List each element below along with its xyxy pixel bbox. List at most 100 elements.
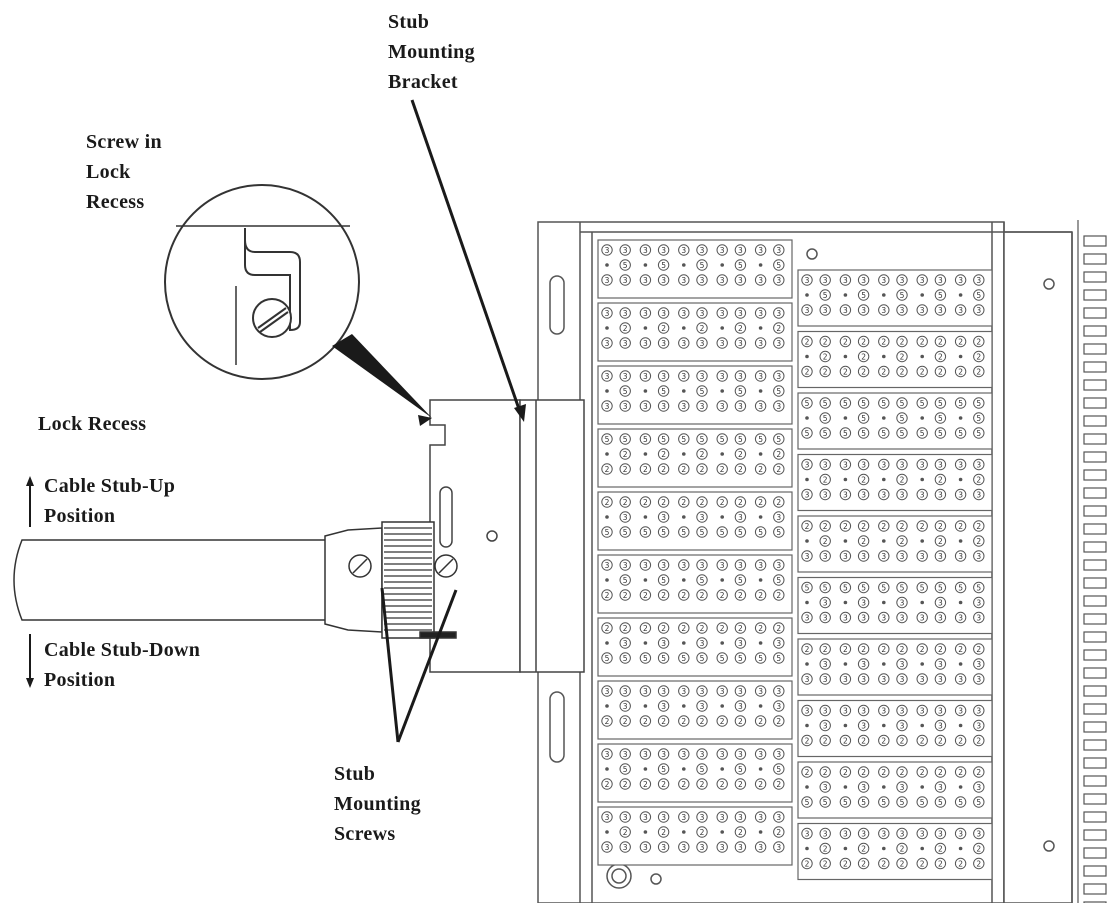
terminal-digit: 3: [720, 246, 725, 255]
terminal-digit: 3: [758, 750, 763, 759]
terminal-digit: 3: [958, 491, 963, 500]
terminal-digit: 5: [861, 414, 866, 423]
terminal-digit: 3: [605, 402, 610, 411]
terminal-digit: 2: [758, 717, 763, 726]
terminal-digit: 2: [738, 828, 743, 837]
terminal-digit: 3: [700, 276, 705, 285]
terminal-digit: 2: [805, 522, 810, 531]
label-screw-lock-recess: Screw in Lock Recess: [86, 131, 167, 213]
terminal-digit: 3: [861, 830, 866, 839]
terminal-digit: 3: [776, 750, 781, 759]
terminal-digit: 2: [861, 537, 866, 546]
terminal-digit: 2: [738, 324, 743, 333]
terminal-digit: 3: [976, 660, 981, 669]
label-lock-recess: Lock Recess: [38, 413, 146, 435]
terminal-digit: 3: [881, 830, 886, 839]
terminal-digit: 3: [681, 339, 686, 348]
cable-collar: [324, 527, 383, 633]
terminal-digit: 3: [920, 276, 925, 285]
terminal-digit: 5: [938, 399, 943, 408]
terminal-digit: 3: [881, 614, 886, 623]
terminal-digit: 3: [823, 614, 828, 623]
terminal-digit: 5: [900, 584, 905, 593]
terminal-digit: 5: [700, 528, 705, 537]
terminal-digit: 3: [900, 599, 905, 608]
panel-screw-icon: [806, 248, 818, 260]
terminal-digit: 5: [661, 387, 666, 396]
terminal-digit: 3: [805, 552, 810, 561]
terminal-digit: 3: [938, 783, 943, 792]
terminal-digit: 2: [776, 828, 781, 837]
label-stub-bracket: Stub Mounting Bracket: [388, 11, 480, 93]
terminal-digit: 3: [776, 702, 781, 711]
terminal-digit: 2: [776, 450, 781, 459]
terminal-digit: 5: [776, 261, 781, 270]
terminal-digit: 2: [823, 645, 828, 654]
panel-side-strip: [1003, 231, 1073, 903]
terminal-digit: 3: [920, 614, 925, 623]
terminal-digit: 5: [976, 291, 981, 300]
terminal-digit: 2: [776, 498, 781, 507]
terminal-digit: 5: [776, 387, 781, 396]
terminal-digit: 3: [681, 309, 686, 318]
terminal-digit: 2: [681, 465, 686, 474]
terminal-digit: 2: [861, 522, 866, 531]
terminal-digit: 5: [776, 435, 781, 444]
terminal-digit: 2: [720, 591, 725, 600]
cable-stub: [13, 521, 458, 639]
terminal-digit: 2: [805, 645, 810, 654]
terminal-digit: 3: [605, 561, 610, 570]
terminal-digit: 5: [681, 528, 686, 537]
terminal-digit: 3: [861, 552, 866, 561]
terminal-digit: 2: [900, 338, 905, 347]
terminal-digit: 2: [843, 368, 848, 377]
terminal-digit: 3: [938, 599, 943, 608]
terminal-digit: 2: [720, 465, 725, 474]
terminal-digit: 2: [900, 368, 905, 377]
terminal-digit: 3: [623, 639, 628, 648]
terminal-digit: 3: [843, 461, 848, 470]
terminal-digit: 5: [700, 387, 705, 396]
gland-ribs: [384, 527, 432, 631]
terminal-digit: 3: [976, 461, 981, 470]
terminal-digit: 5: [900, 429, 905, 438]
terminal-digit: 3: [861, 306, 866, 315]
terminal-digit: 2: [661, 717, 666, 726]
terminal-digit: 5: [720, 528, 725, 537]
terminal-digit: 3: [605, 339, 610, 348]
terminal-digit: 3: [720, 402, 725, 411]
terminal-digit: 2: [738, 591, 743, 600]
terminal-digit: 3: [681, 276, 686, 285]
terminal-digit: 2: [861, 368, 866, 377]
terminal-digit: 2: [758, 780, 763, 789]
terminal-digit: 2: [881, 522, 886, 531]
terminal-digit: 5: [920, 399, 925, 408]
panel-edge-comb: [1077, 220, 1107, 903]
terminal-digit: 5: [738, 435, 743, 444]
terminal-digit: 3: [623, 702, 628, 711]
terminal-digit: 5: [843, 798, 848, 807]
terminal-digit: 3: [958, 276, 963, 285]
inset-pointer: [332, 334, 432, 418]
terminal-digit: 5: [805, 798, 810, 807]
terminal-digit: 2: [861, 338, 866, 347]
terminal-digit: 3: [976, 491, 981, 500]
terminal-digit: 3: [823, 675, 828, 684]
terminal-digit: 3: [881, 491, 886, 500]
terminal-digit: 3: [900, 276, 905, 285]
terminal-digit: 5: [938, 414, 943, 423]
terminal-digit: 2: [823, 860, 828, 869]
terminal-digit: 5: [976, 798, 981, 807]
terminal-digit: 2: [700, 465, 705, 474]
terminal-digit: 2: [861, 645, 866, 654]
terminal-digit: 3: [623, 750, 628, 759]
terminal-digit: 2: [700, 717, 705, 726]
terminal-digit: 3: [900, 491, 905, 500]
terminal-digit: 3: [643, 246, 648, 255]
terminal-digit: 3: [643, 687, 648, 696]
terminal-digit: 3: [661, 813, 666, 822]
terminal-digit: 2: [661, 450, 666, 459]
terminal-digit: 5: [700, 576, 705, 585]
terminal-digit: 3: [823, 306, 828, 315]
